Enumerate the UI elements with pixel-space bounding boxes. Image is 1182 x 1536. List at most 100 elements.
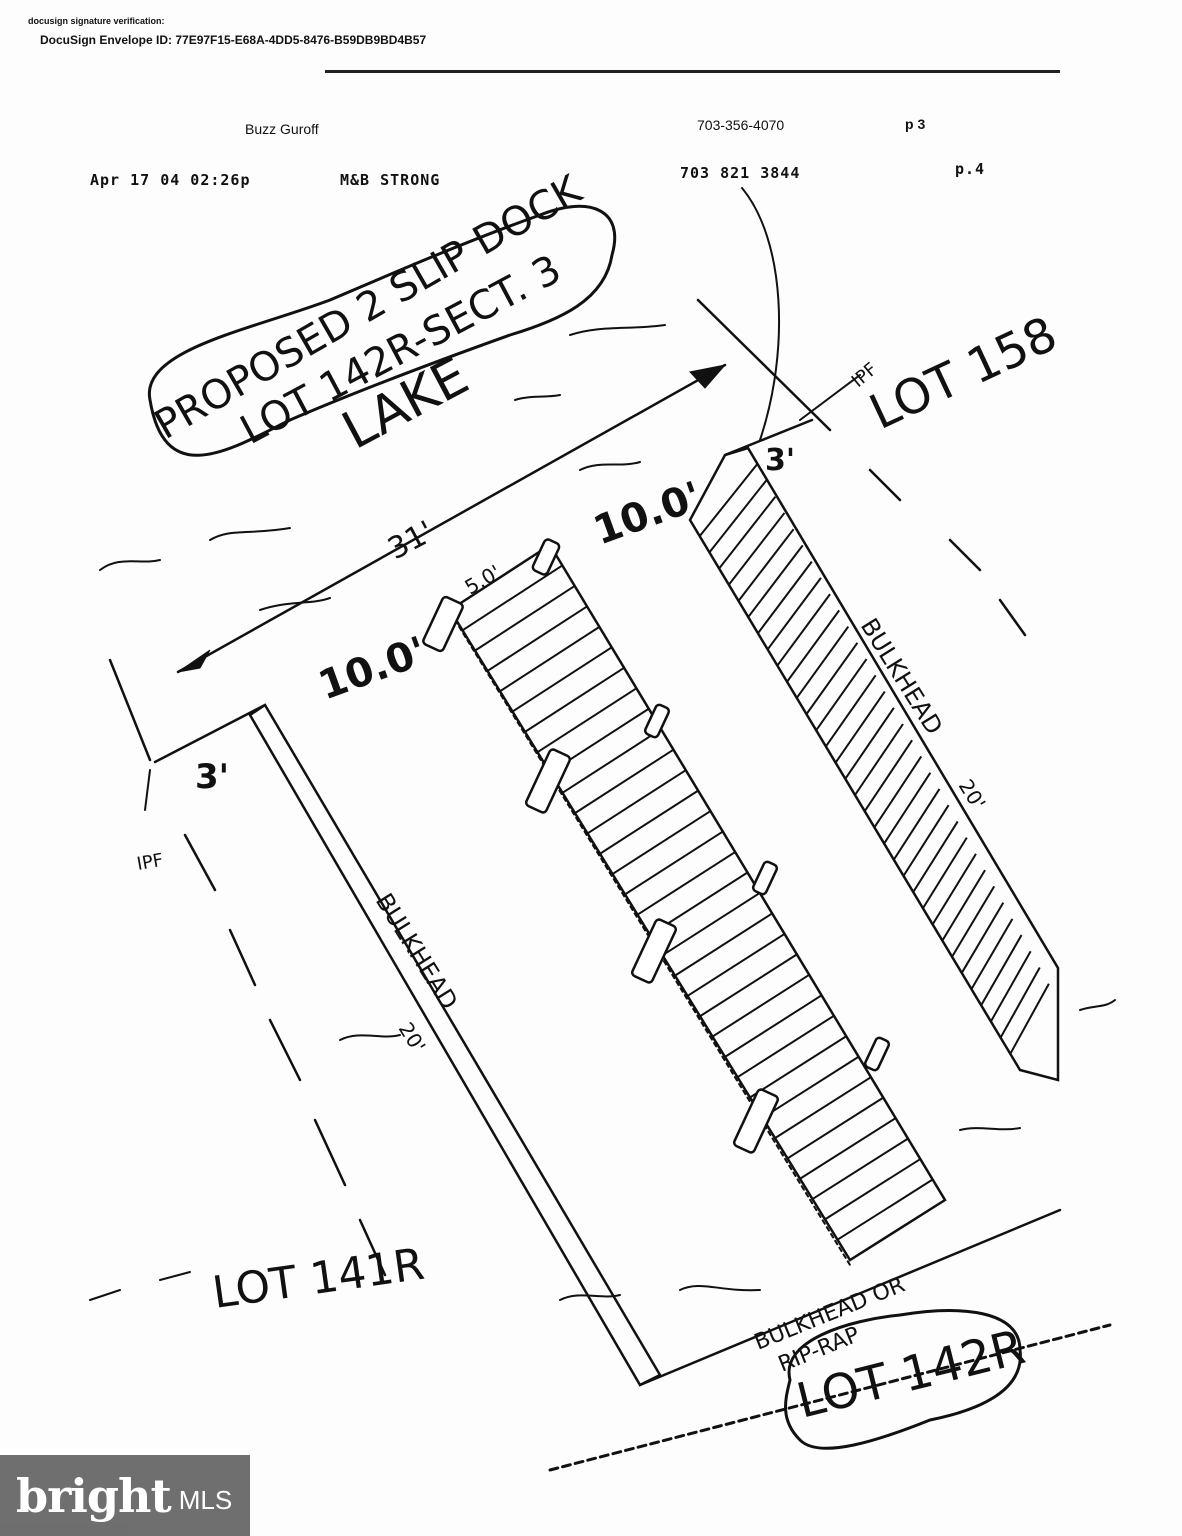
hatch-line <box>922 837 968 909</box>
watermark-suffix: MLS <box>178 1485 233 1515</box>
hatch-line <box>836 1178 934 1241</box>
pile <box>863 1036 891 1072</box>
fax-phone: 703 821 3844 <box>680 164 801 182</box>
bulkhead-right-label: BULKHEAD <box>855 613 948 739</box>
hatch-line <box>486 605 588 672</box>
pile <box>630 918 678 984</box>
hatch-line <box>825 674 877 748</box>
hatch-line <box>561 728 662 794</box>
envelope-id: DocuSign Envelope ID: 77E97F15-E68A-4DD5… <box>40 33 427 47</box>
hatch-line <box>786 1096 884 1160</box>
hatch-line <box>724 994 823 1058</box>
hatch-line <box>661 892 761 957</box>
hatch-line <box>711 974 810 1038</box>
pile <box>531 538 561 576</box>
pile <box>732 1088 780 1154</box>
hatch-line <box>805 642 859 715</box>
mls-watermark: bright MLS <box>0 1455 250 1536</box>
hatch-line <box>757 561 813 634</box>
hatch-line <box>574 748 674 814</box>
ipf-bottom-label: IPF <box>135 850 165 875</box>
hatch-line <box>892 788 941 861</box>
hatch-line <box>511 646 613 713</box>
hatch-line <box>766 577 822 651</box>
hatch-line <box>883 772 932 845</box>
hatch-line <box>960 902 1005 974</box>
hatch-line <box>699 953 798 1018</box>
hatch-line <box>776 593 831 667</box>
hatch-line <box>931 853 977 925</box>
hatch-line <box>834 690 886 764</box>
left-bulkhead <box>248 703 662 1387</box>
hatch-line <box>902 804 950 877</box>
hatch-line <box>624 830 724 896</box>
hatch-line <box>747 544 804 618</box>
hatch-line <box>698 463 758 537</box>
lot-line-141r <box>108 658 387 1277</box>
bulkhead-left-label: BULKHEAD <box>370 888 463 1014</box>
fax-date: Apr 17 04 02:26p <box>90 171 251 189</box>
hatch-line <box>686 933 786 997</box>
hatch-line <box>461 564 563 632</box>
lot-141r-label: LOT 141R <box>209 1239 427 1319</box>
hatch-line <box>718 496 777 570</box>
hatch-line <box>499 626 600 693</box>
hatch-line <box>912 820 959 893</box>
hatch-line <box>824 1158 921 1221</box>
hatch-line <box>737 528 795 602</box>
bulkhead-left-length: 20' <box>394 1018 431 1057</box>
dim-31-arrow <box>176 363 727 674</box>
hatch-line <box>599 789 699 855</box>
pile <box>643 703 671 739</box>
title-cloud <box>147 204 617 457</box>
hatch-line <box>586 769 687 835</box>
shoreline <box>638 1208 1062 1387</box>
hatch-line <box>815 658 868 731</box>
setback-bottom-label: 3' <box>195 757 229 797</box>
pile <box>422 595 464 653</box>
hatch-line <box>774 1076 872 1139</box>
dim-31-label: 31' <box>382 514 439 567</box>
fax-page: p.4 <box>955 160 986 178</box>
hatch-line <box>1009 983 1050 1055</box>
hatch-line <box>611 810 712 875</box>
fax-from: M&B STRONG <box>340 171 441 189</box>
lot-line-158 <box>696 298 1027 637</box>
hatch-line <box>799 1117 897 1180</box>
hatch-line <box>863 739 913 812</box>
ipf-bottom-leader <box>144 769 151 811</box>
lot-158-label: LOT 158 <box>861 306 1065 441</box>
hatch-line <box>795 626 850 699</box>
setback-line-bottom <box>153 703 267 764</box>
hatch-line <box>999 967 1041 1039</box>
hatch-line <box>524 666 625 733</box>
hatch-line <box>674 912 773 977</box>
hatch-line <box>736 1014 835 1079</box>
pier-walkway <box>448 543 947 1262</box>
hatch-line <box>786 609 840 683</box>
hatch-line <box>854 723 904 796</box>
hatch-line <box>990 950 1032 1022</box>
dim-5-label: 5.0' <box>461 560 505 599</box>
hatch-line <box>844 707 895 780</box>
lot-line-bottom <box>89 1271 191 1301</box>
header-rule <box>325 70 1060 73</box>
sender-page: p 3 <box>905 116 926 132</box>
setback-line-top <box>723 418 814 457</box>
lot142r-cloud <box>784 1309 1022 1450</box>
hatch-line <box>941 869 986 942</box>
right-bulkhead <box>688 446 1060 1082</box>
bank-line <box>548 1323 1112 1472</box>
sender-phone: 703-356-4070 <box>697 117 785 133</box>
hatch-line <box>873 755 923 828</box>
sender-name: Buzz Guroff <box>245 121 319 137</box>
signature-verification-text: docusign signature verification: <box>28 16 165 26</box>
hatch-line <box>728 512 786 586</box>
watermark-logo: bright <box>16 1468 172 1523</box>
dock-piles <box>422 538 891 1154</box>
water-ripple <box>99 324 1116 1301</box>
hatch-line <box>761 1055 860 1119</box>
pile <box>751 860 779 896</box>
